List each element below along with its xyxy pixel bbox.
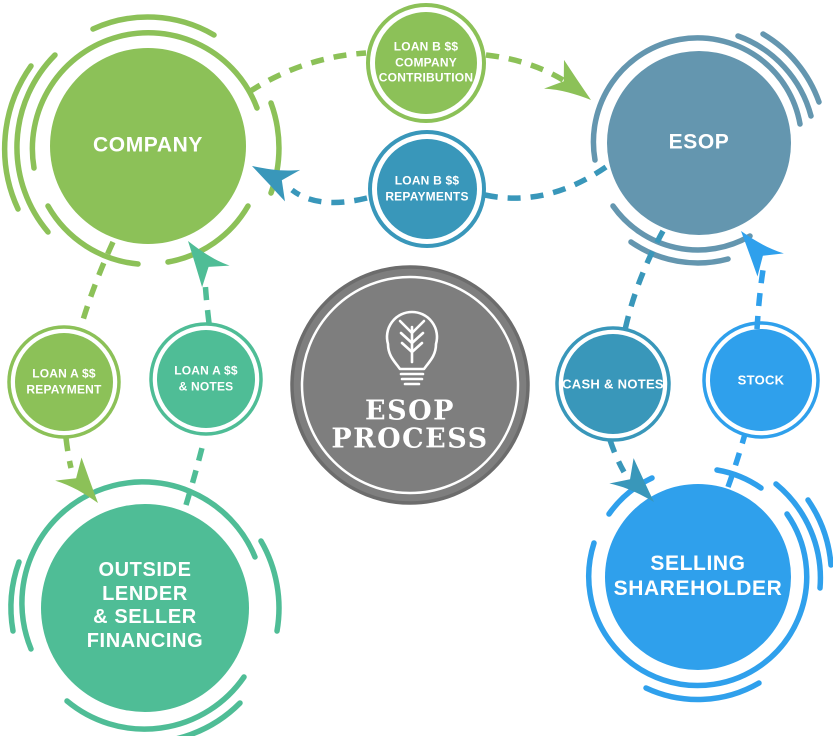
arrow-loan-a-repayment-to-lender xyxy=(55,457,98,503)
esop-decorative-arcs xyxy=(590,31,822,266)
loan-b-repayments-node-circle xyxy=(368,130,486,248)
connector-lender-to-loan-a-notes xyxy=(183,439,207,506)
lightbulb-sprout-icon xyxy=(385,310,439,386)
selling-shareholder-decorative-arcs xyxy=(585,467,833,703)
arrow-loan-b-contribution-to-esop xyxy=(544,59,591,100)
arrow-loan-b-repayments-to-company xyxy=(252,166,301,202)
connector-esop-to-loan-b-repayments xyxy=(484,164,608,201)
outside-lender-node-circle xyxy=(41,504,249,712)
arrow-cash-and-notes-to-shareholder xyxy=(609,458,654,502)
connector-loan-a-repayment-to-lender xyxy=(63,437,74,469)
connector-loan-a-notes-to-company xyxy=(202,279,212,324)
outside-lender-decorative-arcs xyxy=(8,479,282,736)
loan-a-notes-node-circle xyxy=(149,322,263,436)
cash-and-notes-node-circle xyxy=(555,326,671,442)
company-node-circle xyxy=(50,48,246,244)
selling-shareholder-node-circle xyxy=(605,484,791,670)
connector-stock-to-esop xyxy=(754,269,766,330)
flow-arrowheads xyxy=(55,59,784,503)
connector-company-to-loan-a-repayment xyxy=(77,240,116,331)
stock-node-circle xyxy=(702,321,820,439)
company-decorative-arcs xyxy=(1,14,282,267)
arrow-loan-a-notes-to-company xyxy=(188,241,230,288)
connector-shareholder-to-stock xyxy=(725,433,748,488)
connector-loan-b-contribution-to-esop xyxy=(485,52,565,83)
arrow-stock-to-esop xyxy=(741,231,784,277)
loan-b-contribution-node-circle xyxy=(366,3,486,123)
esop-node-circle xyxy=(607,51,791,235)
connector-esop-to-cash-and-notes xyxy=(622,229,666,331)
loan-a-repayment-node-circle xyxy=(7,325,121,439)
connector-company-to-loan-b-contribution xyxy=(247,50,367,95)
connector-loan-b-repayments-to-company xyxy=(290,187,368,206)
connector-cash-and-notes-to-shareholder xyxy=(607,439,627,474)
